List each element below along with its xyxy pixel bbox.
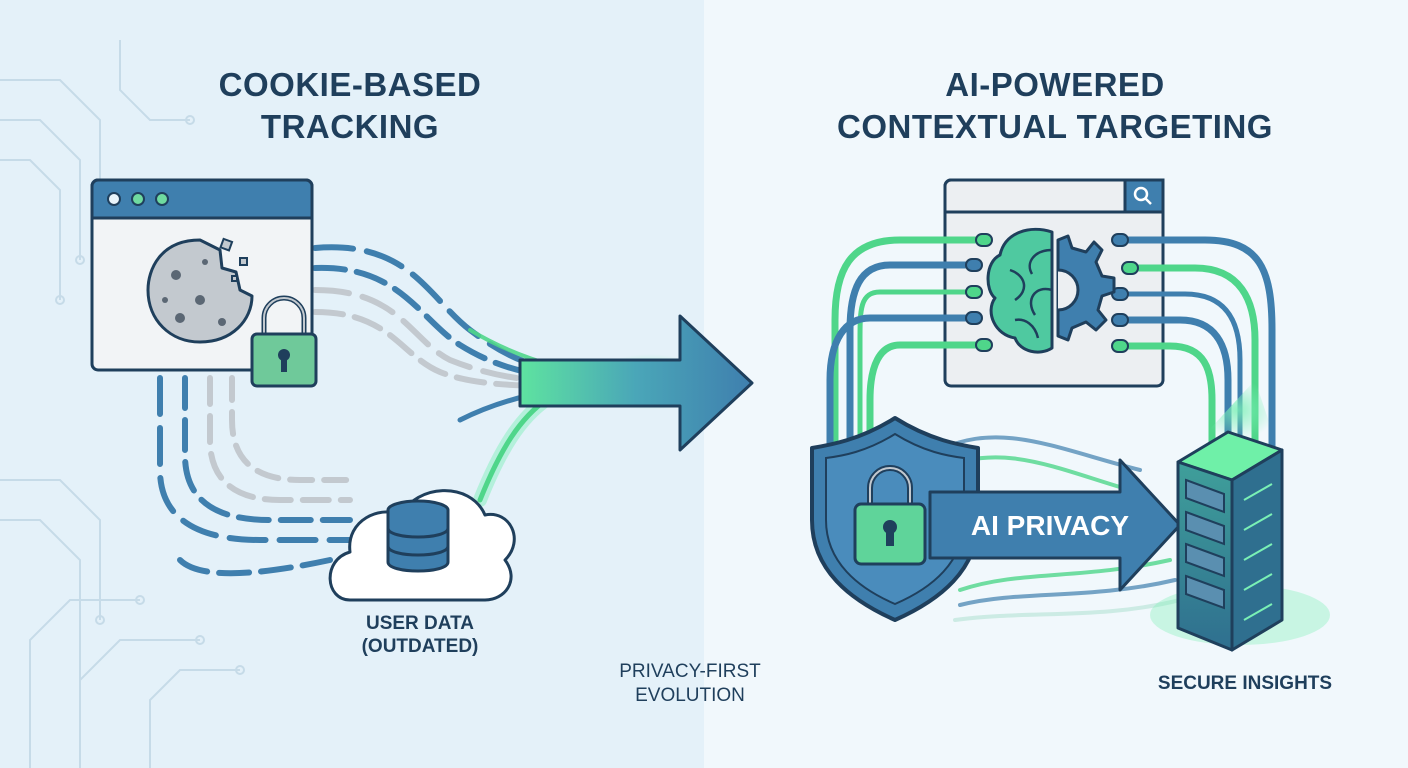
user-data-label-line1: USER DATA	[365, 613, 475, 634]
user-data-label-line2: (OUTDATED)	[361, 636, 479, 657]
user-data-label: USER DATA (OUTDATED)	[320, 612, 520, 658]
right-title-line2: CONTEXTUAL TARGETING	[837, 108, 1273, 145]
evolution-caption: PRIVACY-FIRST EVOLUTION	[590, 660, 790, 708]
secure-insights-label: SECURE INSIGHTS	[1157, 673, 1333, 694]
cable-connectors	[965, 233, 1139, 353]
right-title-line1: AI-POWERED	[945, 66, 1165, 103]
gear-icon	[1056, 234, 1116, 342]
evolution-caption-line2: EVOLUTION	[635, 685, 745, 706]
circuit-traces-left	[0, 40, 245, 768]
search-icon	[1133, 186, 1152, 205]
right-title: AI-POWERED CONTEXTUAL TARGETING	[790, 64, 1320, 148]
cookie-icon	[146, 237, 254, 344]
shield-icon	[810, 416, 980, 622]
cloud-database-icon	[328, 489, 516, 602]
ai-privacy-label: AI PRIVACY	[970, 510, 1130, 541]
evolution-caption-line1: PRIVACY-FIRST	[619, 661, 761, 682]
main-arrow-icon	[518, 314, 754, 452]
ai-privacy-arrow-icon	[928, 458, 1182, 592]
padlock-icon	[250, 295, 318, 388]
ai-cables	[826, 236, 1276, 622]
left-title-line2: TRACKING	[260, 108, 440, 145]
left-title-line1: COOKIE-BASED	[218, 66, 482, 103]
green-flows	[457, 328, 667, 507]
server-icon	[1150, 380, 1330, 652]
left-title: COOKIE-BASED TRACKING	[160, 64, 540, 148]
ai-browser-window-icon	[943, 178, 1165, 388]
brain-icon	[986, 227, 1054, 354]
